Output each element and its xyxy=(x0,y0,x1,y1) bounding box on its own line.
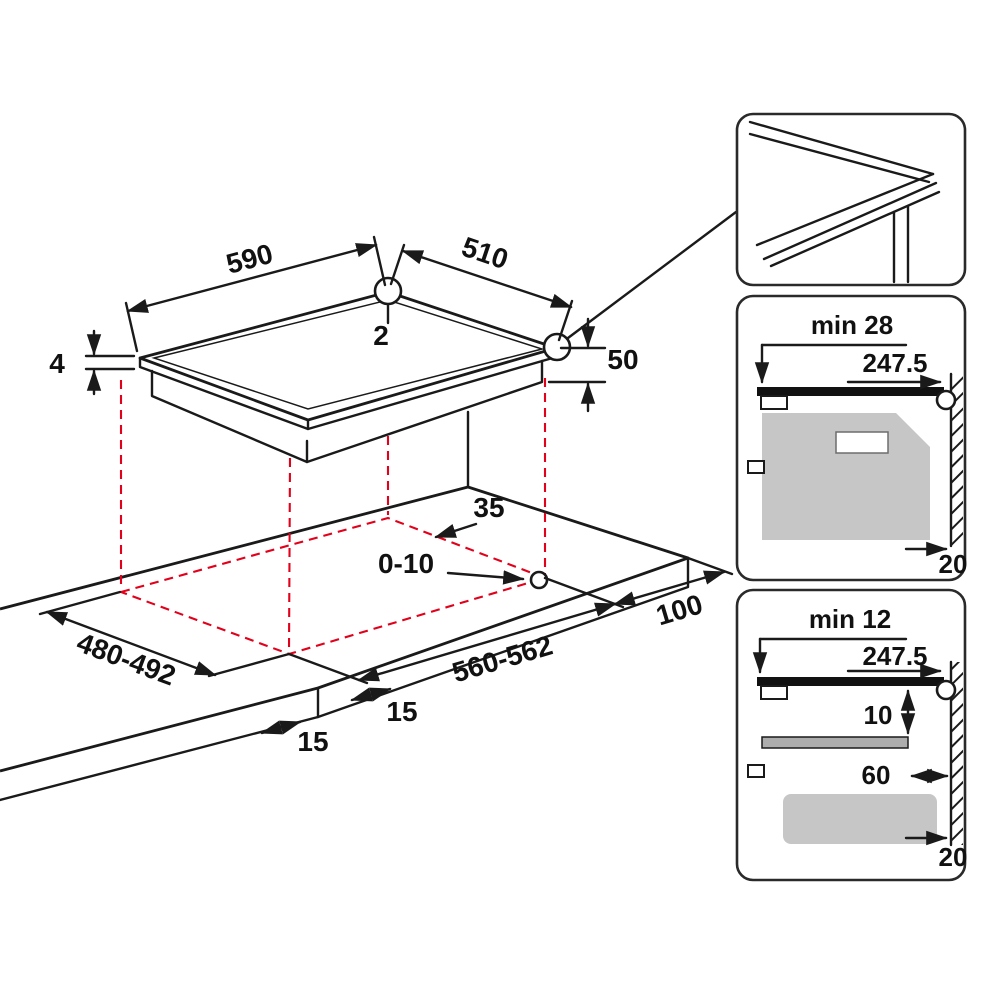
hob-depth-label: 510 xyxy=(458,231,512,275)
detail-panel-oven: min 28 247.5 20 xyxy=(735,294,968,582)
side-clearance-b-label: 15 xyxy=(297,726,328,757)
dim-corner-35: 35 xyxy=(434,492,505,539)
detail-leader-line xyxy=(566,210,738,340)
detail-panel-corner xyxy=(735,112,967,287)
cable-point-circle-2 xyxy=(935,679,957,701)
side-tab-2 xyxy=(747,764,765,778)
hob-body xyxy=(138,210,738,464)
dim-edge-gap-0-10: 0-10 xyxy=(378,548,549,590)
edge-gap-label: 0-10 xyxy=(378,548,434,579)
wall-hatch-2 xyxy=(951,662,963,845)
detail-panel-shelf: min 12 247.5 10 60 20 xyxy=(735,588,968,882)
rear-clearance-label: 100 xyxy=(653,588,707,631)
shelf-cable-distance-label: 247.5 xyxy=(862,641,927,671)
vent-depth-label: 60 xyxy=(862,760,891,790)
dim-glass-thickness-4: 4 xyxy=(49,329,136,396)
shelf-gap-label: 10 xyxy=(864,700,893,730)
side-clearance-a-label: 15 xyxy=(386,696,417,727)
oven-vent xyxy=(835,431,889,454)
fixing-bracket-2 xyxy=(760,685,788,700)
hob-height-label: 50 xyxy=(607,344,638,375)
corner-note-label: 35 xyxy=(473,492,504,523)
side-tab xyxy=(747,460,765,474)
shelf-wall-gap-label: 20 xyxy=(939,842,968,872)
shelf-board xyxy=(761,736,909,749)
fixing-bracket xyxy=(760,395,788,410)
cutout-outline xyxy=(117,516,549,656)
worktop-section xyxy=(757,387,944,396)
worktop-section-2 xyxy=(757,677,944,686)
wall-hatch xyxy=(951,374,963,546)
oven-cable-distance-label: 247.5 xyxy=(862,348,927,378)
gap-detail-circle xyxy=(529,570,549,590)
hob-top-face xyxy=(138,290,558,422)
dim-hob-height-50: 50 xyxy=(547,317,639,413)
dim-side-clearance-b-15: 15 xyxy=(260,720,329,757)
base-cabinet-shape xyxy=(783,794,937,844)
cutout-projection xyxy=(117,378,549,656)
center-mark-label: 2 xyxy=(373,320,389,351)
hob-glass-bevel xyxy=(151,299,545,410)
dim-hob-width-590: 590 xyxy=(124,235,387,353)
center-mark-circle xyxy=(373,276,403,306)
dim-side-clearance-a-15: 15 xyxy=(350,687,418,727)
glass-thickness-label: 4 xyxy=(49,348,65,379)
worktop-slab xyxy=(0,410,690,802)
oven-wall-gap-label: 20 xyxy=(939,549,968,579)
shelf-min-clearance-label: min 12 xyxy=(809,604,891,634)
cable-point-circle xyxy=(935,389,957,411)
oven-min-clearance-label: min 28 xyxy=(811,310,893,340)
